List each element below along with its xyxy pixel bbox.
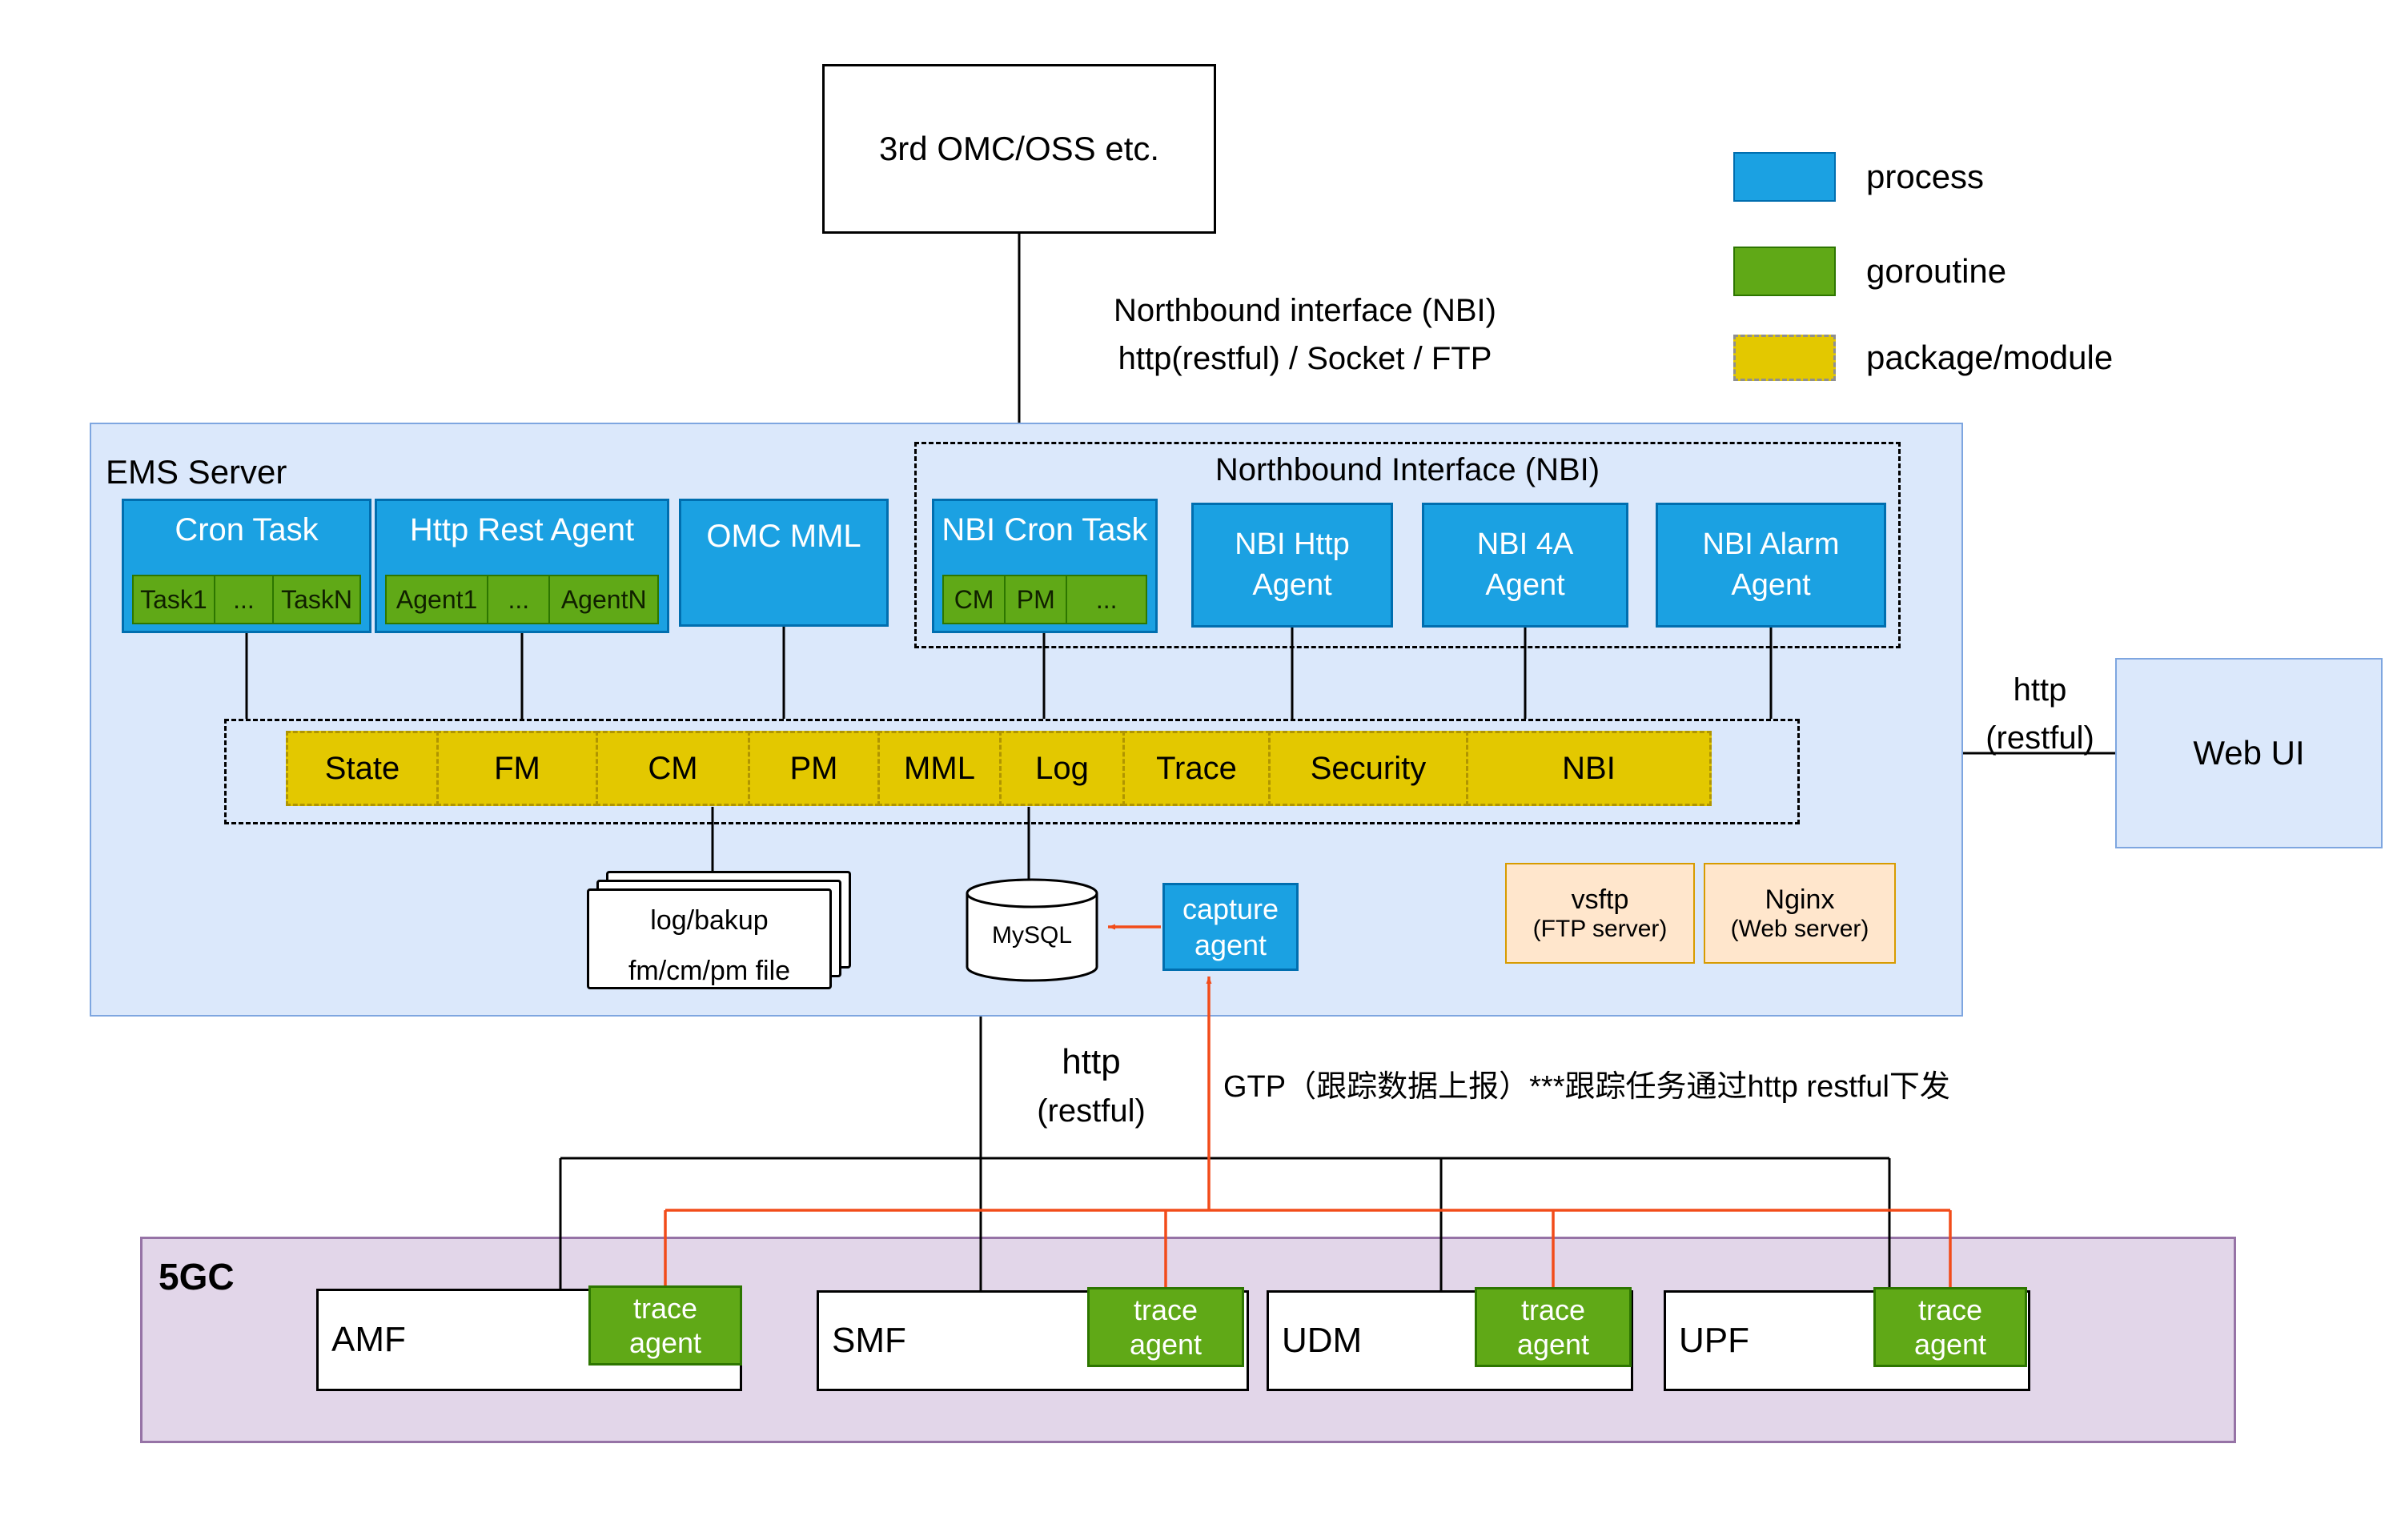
udm-trace-agent-label: trace agent — [1516, 1293, 1590, 1361]
module-strip: State FM CM PM MML Log Trace Security NB… — [286, 731, 1712, 806]
south-http-line1: http — [1062, 1042, 1121, 1081]
capture-agent-label: capture agent — [1182, 892, 1279, 961]
gtp-label: GTP（跟踪数据上报）***跟踪任务通过http restful下发 — [1223, 1070, 1950, 1104]
nbi-http-agent-box: NBI Http Agent — [1191, 503, 1393, 628]
nginx-label: Nginx — [1765, 884, 1835, 915]
mysql-cylinder-shape — [966, 878, 1098, 982]
ems-server-title: EMS Server — [106, 453, 287, 491]
nbi-alarm-agent-label: NBI Alarm Agent — [1702, 527, 1840, 602]
webui-link-line2: (restful) — [1985, 720, 2094, 756]
module-security: Security — [1268, 731, 1468, 806]
http-rest-agent-cell: AgentN — [548, 575, 659, 624]
nginx-box: Nginx (Web server) — [1704, 863, 1896, 964]
legend-label-goroutine: goroutine — [1866, 252, 2007, 290]
amf-trace-agent-label: trace agent — [628, 1291, 702, 1359]
nbi-link-line2: http(restful) / Socket / FTP — [1118, 341, 1492, 376]
cron-task-title: Cron Task — [175, 512, 319, 547]
smf-trace-agent: trace agent — [1087, 1287, 1244, 1367]
south-http-line2: (restful) — [1037, 1093, 1146, 1129]
nbi-group-title: Northbound Interface (NBI) — [1215, 452, 1600, 487]
nbi-link-label: Northbound interface (NBI) http(restful)… — [1041, 287, 1569, 383]
udm-label: UDM — [1282, 1321, 1363, 1360]
nbi-alarm-agent-box: NBI Alarm Agent — [1656, 503, 1886, 628]
module-trace: Trace — [1122, 731, 1271, 806]
http-rest-agent-title: Http Rest Agent — [409, 512, 635, 547]
cron-task-cells: Task1 ... TaskN — [132, 575, 361, 624]
nbi-cron-task-cell: CM — [942, 575, 1006, 624]
nbi-cron-task-cell: PM — [1004, 575, 1068, 624]
amf-label: AMF — [331, 1320, 406, 1359]
module-cm: CM — [596, 731, 750, 806]
nbi-http-agent-label: NBI Http Agent — [1235, 527, 1350, 602]
upf-trace-agent: trace agent — [1873, 1287, 2027, 1367]
third-omc-oss-box: 3rd OMC/OSS etc. — [822, 64, 1216, 234]
omc-mml-box: OMC MML — [679, 499, 889, 627]
module-pm: PM — [748, 731, 880, 806]
webui-link-line1: http — [2013, 672, 2067, 708]
mysql-db: MySQL — [965, 877, 1099, 983]
nbi-link-line1: Northbound interface (NBI) — [1113, 293, 1496, 328]
module-mml: MML — [877, 731, 1002, 806]
nbi-group: Northbound Interface (NBI) — [914, 442, 1901, 648]
http-rest-agent-cell: ... — [487, 575, 551, 624]
vsftp-box: vsftp (FTP server) — [1505, 863, 1695, 964]
upf-label: UPF — [1679, 1321, 1749, 1360]
vsftp-sublabel: (FTP server) — [1532, 915, 1668, 942]
http-rest-agent-cells: Agent1 ... AgentN — [385, 575, 659, 624]
nbi-cron-task-title: NBI Cron Task — [942, 512, 1148, 547]
nbi-4a-agent-box: NBI 4A Agent — [1422, 503, 1628, 628]
legend-label-process: process — [1866, 158, 1985, 195]
nbi-cron-task-box: NBI Cron Task CM PM ... — [932, 499, 1158, 633]
cron-task-cell: TaskN — [272, 575, 361, 624]
legend-label-package: package/module — [1866, 339, 2114, 376]
module-log: Log — [999, 731, 1125, 806]
file-stack-page-front: log/bakup fm/cm/pm file — [587, 888, 832, 989]
http-rest-agent-box: Http Rest Agent Agent1 ... AgentN — [375, 499, 669, 633]
web-ui-box: Web UI — [2115, 658, 2383, 848]
udm-trace-agent: trace agent — [1475, 1287, 1632, 1367]
module-state: State — [286, 731, 439, 806]
legend-item-process: process — [1733, 152, 1984, 202]
legend-item-package: package/module — [1733, 335, 2113, 381]
module-nbi: NBI — [1466, 731, 1712, 806]
nbi-4a-agent-label: NBI 4A Agent — [1476, 527, 1574, 602]
file-stack-line2: fm/cm/pm file — [628, 955, 791, 986]
file-stack-line1: log/bakup — [650, 905, 769, 936]
nbi-cron-task-cells: CM PM ... — [942, 575, 1148, 624]
omc-mml-title: OMC MML — [706, 519, 861, 554]
cron-task-cell: ... — [213, 575, 275, 624]
cron-task-box: Cron Task Task1 ... TaskN — [122, 499, 371, 633]
smf-label: SMF — [832, 1321, 906, 1360]
module-fm: FM — [436, 731, 598, 806]
amf-trace-agent: trace agent — [588, 1285, 742, 1366]
http-rest-agent-cell: Agent1 — [385, 575, 489, 624]
smf-trace-agent-label: trace agent — [1129, 1293, 1202, 1361]
capture-agent-box: capture agent — [1162, 883, 1299, 971]
module-layer-frame — [224, 719, 1800, 824]
nginx-sublabel: (Web server) — [1730, 915, 1869, 942]
upf-trace-agent-label: trace agent — [1913, 1293, 1987, 1361]
south-http-label: http (restful) — [1007, 1042, 1175, 1129]
nbi-cron-task-cell: ... — [1066, 575, 1148, 624]
third-omc-oss-label: 3rd OMC/OSS etc. — [878, 130, 1160, 167]
vsftp-label: vsftp — [1571, 884, 1629, 915]
process-swatch — [1733, 152, 1836, 202]
mysql-label: MySQL — [991, 922, 1073, 948]
web-ui-label: Web UI — [2193, 734, 2305, 772]
fivegc-title: 5GC — [159, 1256, 235, 1297]
package-swatch — [1733, 335, 1836, 381]
goroutine-swatch — [1733, 247, 1836, 296]
webui-link-label: http (restful) — [1960, 666, 2120, 762]
legend-item-goroutine: goroutine — [1733, 247, 2006, 296]
cron-task-cell: Task1 — [132, 575, 215, 624]
